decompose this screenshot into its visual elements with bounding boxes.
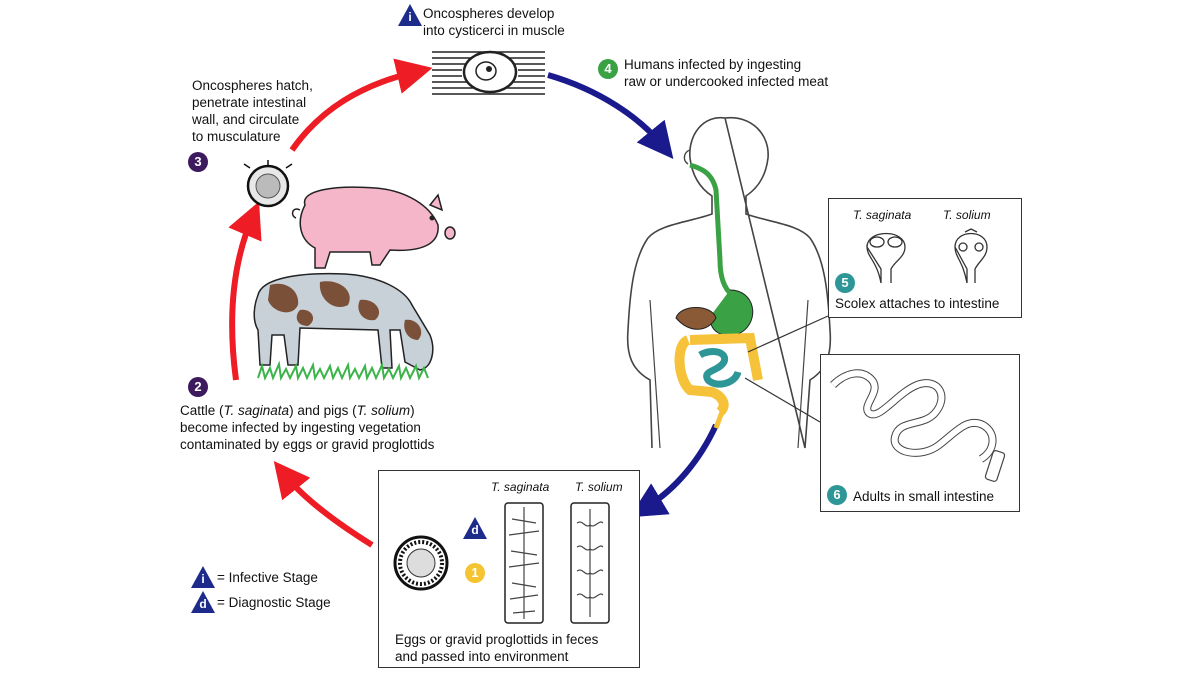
- step-5-badge: 5: [835, 273, 855, 293]
- scolex-illustrations: [866, 228, 988, 284]
- egg-and-proglottid-illustrations: [393, 502, 610, 624]
- step-4-text: Humans infected by ingesting raw or unde…: [624, 56, 828, 90]
- legend-diagnostic-symbol: d: [199, 597, 207, 611]
- proglottid-label-solium: T. solium: [575, 480, 623, 494]
- step-3-badge: 3: [188, 152, 208, 172]
- step-2-line3: contaminated by eggs or gravid proglotti…: [180, 437, 435, 452]
- infective-stage-icon: i: [398, 4, 422, 26]
- arrow-human-to-environment: [629, 423, 719, 518]
- oncosphere-illustration: [243, 160, 293, 208]
- legend-infective-icon: i: [191, 566, 215, 588]
- step-1-text: Eggs or gravid proglottids in feces and …: [395, 631, 598, 665]
- proglottid-label-saginata: T. saginata: [491, 480, 550, 494]
- step-3-line2: penetrate intestinal: [192, 95, 307, 110]
- step-2-line2: become infected by ingesting vegetation: [180, 420, 421, 435]
- step-3-line1: Oncospheres hatch,: [192, 78, 313, 93]
- infective-text-line2: into cysticerci in muscle: [423, 23, 565, 38]
- arrow-cattle-to-oncosphere: [228, 201, 262, 381]
- arrow-muscle-to-human: [547, 72, 674, 159]
- step-2-line1-e: ): [410, 403, 415, 418]
- legend-diagnostic-icon: d: [191, 591, 215, 613]
- step-1-line2: and passed into environment: [395, 649, 569, 664]
- step-1-line1: Eggs or gravid proglottids in feces: [395, 632, 599, 647]
- step-4-line2: raw or undercooked infected meat: [624, 74, 829, 89]
- step-2-badge: 2: [188, 377, 208, 397]
- step-2-line1-c: ) and pigs (: [289, 403, 357, 418]
- step-6-text: Adults in small intestine: [853, 489, 995, 504]
- scolex-label-solium: T. solium: [943, 208, 991, 222]
- human-silhouette: [626, 117, 832, 449]
- step-4-badge: 4: [598, 59, 618, 79]
- step-3-line4: to musculature: [192, 129, 281, 144]
- scolex-box: T. saginata T. solium 5 Scolex attaches …: [828, 198, 1022, 318]
- arrow-oncosphere-to-muscle: [289, 58, 433, 152]
- step-3-line3: wall, and circulate: [192, 112, 300, 127]
- step-2-text: Cattle (T. saginata) and pigs (T. solium…: [180, 402, 480, 453]
- step-2-line1-saginata: T. saginata: [223, 403, 290, 418]
- legend-diagnostic-label: = Diagnostic Stage: [217, 595, 331, 610]
- step-1-badge: 1: [465, 563, 485, 583]
- legend-infective-symbol: i: [201, 572, 205, 586]
- step-4-line1: Humans infected by ingesting: [624, 57, 802, 72]
- step-3-text: Oncospheres hatch, penetrate intestinal …: [192, 77, 313, 145]
- muscle-cysticercus-illustration: [432, 50, 545, 95]
- step-2-line1-a: Cattle (: [180, 403, 224, 418]
- diagnostic-icon-label: d: [471, 523, 479, 537]
- step-2-line1-solium: T. solium: [356, 403, 411, 418]
- adult-worm-illustration: [830, 369, 1006, 482]
- arrow-environment-to-cattle: [273, 460, 374, 548]
- infective-text-line1: Oncospheres develop: [423, 6, 555, 21]
- step-5-text: Scolex attaches to intestine: [835, 296, 1000, 311]
- scolex-label-saginata: T. saginata: [853, 208, 912, 222]
- step-6-badge: 6: [827, 485, 847, 505]
- connector-to-scolex: [747, 315, 829, 353]
- cow-illustration: [253, 272, 434, 371]
- infective-icon-label: i: [408, 10, 412, 24]
- eggs-box: T. saginata T. solium d 1 Eggs or gravid…: [378, 470, 640, 668]
- infective-stage-text: Oncospheres develop into cysticerci in m…: [423, 5, 565, 39]
- grass-illustration: [257, 360, 429, 382]
- step-2-line1: Cattle (T. saginata) and pigs (T. solium…: [180, 402, 480, 419]
- adults-box: 6 Adults in small intestine: [820, 354, 1020, 512]
- connector-to-adults: [744, 377, 821, 423]
- diagnostic-stage-icon: d: [463, 517, 487, 539]
- legend-infective-label: = Infective Stage: [217, 570, 318, 585]
- pig-illustration: [291, 186, 456, 269]
